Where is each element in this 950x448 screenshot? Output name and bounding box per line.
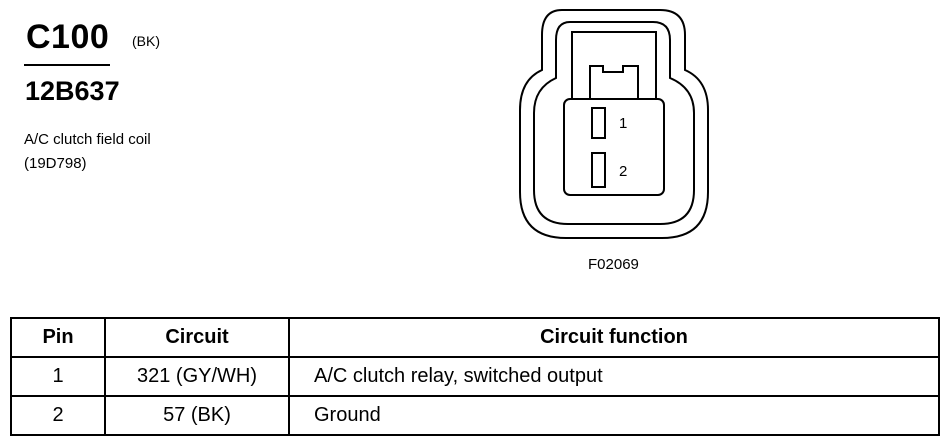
cell-function: Ground — [288, 395, 940, 436]
connector-color: (BK) — [132, 33, 160, 49]
figure-code: F02069 — [588, 256, 639, 273]
table-row: 2 57 (BK) Ground — [10, 395, 940, 436]
pin-2-terminal — [591, 152, 606, 188]
connector-outer-shell — [519, 9, 709, 239]
column-header-pin: Pin — [10, 317, 106, 358]
table-header-row: Pin Circuit Circuit function — [10, 317, 940, 358]
component-description: A/C clutch field coil — [24, 131, 151, 148]
locking-tab-housing — [571, 31, 657, 105]
terminal-cavity-block — [563, 98, 665, 196]
column-header-circuit: Circuit — [104, 317, 290, 358]
part-number: 12B637 — [25, 76, 120, 106]
cell-pin: 2 — [10, 395, 106, 436]
pin-1-label: 1 — [619, 115, 627, 132]
connector-face-diagram: 1 2 — [519, 9, 709, 239]
connector-inner-shell — [533, 21, 695, 225]
cell-pin: 1 — [10, 356, 106, 397]
pin-1-terminal — [591, 107, 606, 139]
cell-circuit: 57 (BK) — [104, 395, 290, 436]
pin-2-label: 2 — [619, 163, 627, 180]
title-underline — [24, 64, 110, 66]
pin-assignment-table: Pin Circuit Circuit function 1 321 (GY/W… — [10, 317, 940, 436]
cell-circuit: 321 (GY/WH) — [104, 356, 290, 397]
cell-function: A/C clutch relay, switched output — [288, 356, 940, 397]
component-reference: (19D798) — [24, 155, 87, 172]
table-row: 1 321 (GY/WH) A/C clutch relay, switched… — [10, 356, 940, 397]
connector-id: C100 — [26, 18, 110, 56]
column-header-function: Circuit function — [288, 317, 940, 358]
